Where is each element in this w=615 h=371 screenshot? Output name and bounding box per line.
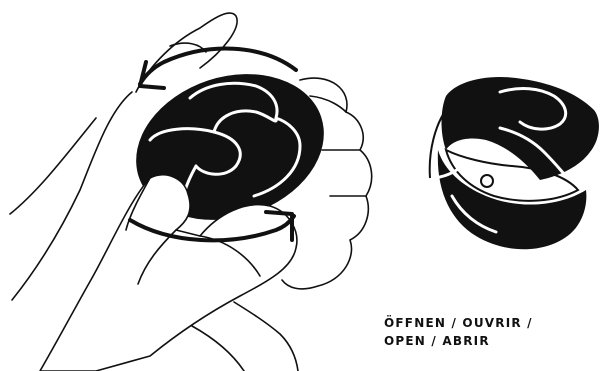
caption-line-2: OPEN / ABRIR (384, 332, 594, 350)
open-instruction-caption: ÖFFNEN / OUVRIR / OPEN / ABRIR (384, 314, 594, 350)
hinge-icon (481, 175, 493, 187)
caption-line-1: ÖFFNEN / OUVRIR / (384, 314, 594, 332)
case-opened-illustration (430, 77, 599, 249)
front-hand (40, 175, 298, 371)
